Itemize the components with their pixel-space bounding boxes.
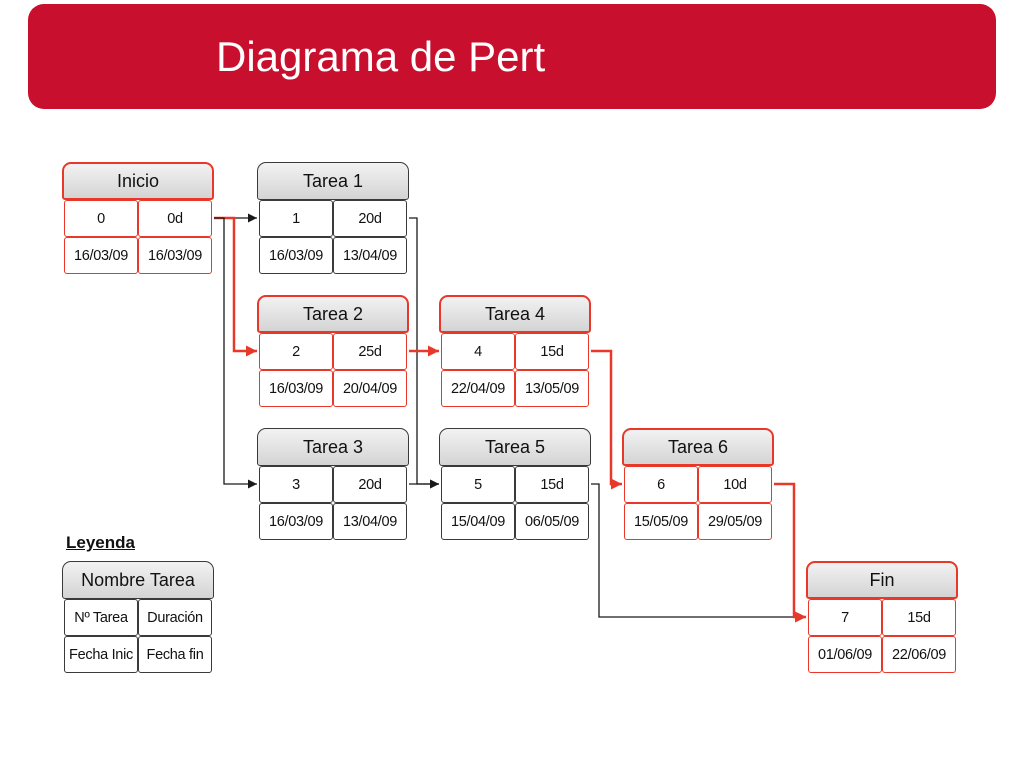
slide-title: Diagrama de Pert: [216, 33, 546, 80]
node-number: 5: [441, 466, 515, 503]
node-duration: 20d: [333, 466, 407, 503]
node-inicio: Inicio 0 0d 16/03/09 16/03/09: [62, 162, 214, 276]
node-duration: 15d: [882, 599, 956, 636]
node-start-date: 16/03/09: [259, 503, 333, 540]
link-tarea6-to-fin: [774, 482, 806, 623]
node-tarea2: Tarea 2 2 25d 16/03/09 20/04/09: [257, 295, 409, 409]
legend-duration: Duración: [138, 599, 212, 636]
node-number: 4: [441, 333, 515, 370]
node-name: Tarea 3: [257, 428, 409, 466]
node-end-date: 13/04/09: [333, 237, 407, 274]
node-end-date: 13/05/09: [515, 370, 589, 407]
node-tarea1: Tarea 1 1 20d 16/03/09 13/04/09: [257, 162, 409, 276]
node-end-date: 06/05/09: [515, 503, 589, 540]
node-end-date: 22/06/09: [882, 636, 956, 673]
legend-node: Nombre Tarea Nº Tarea Duración Fecha Ini…: [62, 561, 214, 675]
node-name: Tarea 5: [439, 428, 591, 466]
node-number: 7: [808, 599, 882, 636]
node-tarea3: Tarea 3 3 20d 16/03/09 13/04/09: [257, 428, 409, 542]
title-banner: Diagrama de Pert: [28, 4, 996, 109]
node-end-date: 16/03/09: [138, 237, 212, 274]
node-start-date: 15/05/09: [624, 503, 698, 540]
node-name: Tarea 4: [439, 295, 591, 333]
node-number: 6: [624, 466, 698, 503]
node-start-date: 16/03/09: [259, 370, 333, 407]
link-tarea5-to-fin: [591, 483, 806, 622]
node-number: 0: [64, 200, 138, 237]
node-duration: 0d: [138, 200, 212, 237]
legend-number: Nº Tarea: [64, 599, 138, 636]
node-duration: 10d: [698, 466, 772, 503]
node-fin: Fin 7 15d 01/06/09 22/06/09: [806, 561, 958, 675]
legend-title: Leyenda: [66, 533, 135, 552]
node-start-date: 01/06/09: [808, 636, 882, 673]
node-name: Tarea 6: [622, 428, 774, 466]
node-tarea4: Tarea 4 4 15d 22/04/09 13/05/09: [439, 295, 591, 409]
node-start-date: 22/04/09: [441, 370, 515, 407]
node-duration: 20d: [333, 200, 407, 237]
node-tarea5: Tarea 5 5 15d 15/04/09 06/05/09: [439, 428, 591, 542]
legend-name: Nombre Tarea: [62, 561, 214, 599]
node-name: Tarea 2: [257, 295, 409, 333]
link-inicio-to-tarea2: [214, 216, 257, 357]
node-number: 1: [259, 200, 333, 237]
node-tarea6: Tarea 6 6 10d 15/05/09 29/05/09: [622, 428, 774, 542]
node-start-date: 15/04/09: [441, 503, 515, 540]
node-duration: 15d: [515, 333, 589, 370]
node-duration: 25d: [333, 333, 407, 370]
link-inicio-to-tarea3: [214, 217, 257, 489]
node-end-date: 29/05/09: [698, 503, 772, 540]
node-name: Inicio: [62, 162, 214, 200]
legend-end-date: Fecha fin: [138, 636, 212, 673]
node-duration: 15d: [515, 466, 589, 503]
node-end-date: 20/04/09: [333, 370, 407, 407]
link-tarea4-to-tarea6: [591, 349, 622, 490]
legend-start-date: Fecha Inic: [64, 636, 138, 673]
node-number: 2: [259, 333, 333, 370]
node-start-date: 16/03/09: [259, 237, 333, 274]
node-start-date: 16/03/09: [64, 237, 138, 274]
node-name: Tarea 1: [257, 162, 409, 200]
node-end-date: 13/04/09: [333, 503, 407, 540]
node-name: Fin: [806, 561, 958, 599]
node-number: 3: [259, 466, 333, 503]
